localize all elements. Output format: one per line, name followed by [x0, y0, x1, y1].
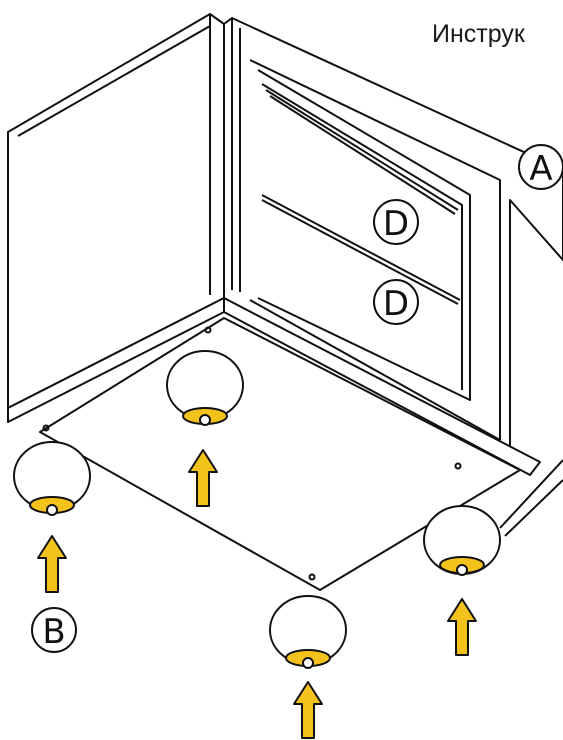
arrow-up-icon	[37, 535, 67, 593]
instruction-heading: Инструк	[432, 20, 525, 48]
arrow-up-icon	[447, 598, 477, 656]
callout-a: A	[518, 144, 563, 190]
callout-d-bottom: D	[373, 279, 419, 325]
callout-b: B	[31, 607, 77, 653]
svg-text:D: D	[383, 204, 409, 244]
cabinet-foot-left	[13, 441, 91, 516]
cabinet-foot-back	[166, 350, 244, 426]
callout-d-top: D	[373, 199, 419, 245]
cabinet-foot-right	[423, 505, 501, 576]
svg-text:A: A	[529, 149, 552, 189]
arrow-up-icon	[293, 681, 323, 739]
svg-text:B: B	[42, 612, 65, 652]
svg-text:D: D	[383, 284, 409, 324]
cabinet-body	[7, 13, 563, 591]
cabinet-foot-front	[269, 595, 347, 669]
